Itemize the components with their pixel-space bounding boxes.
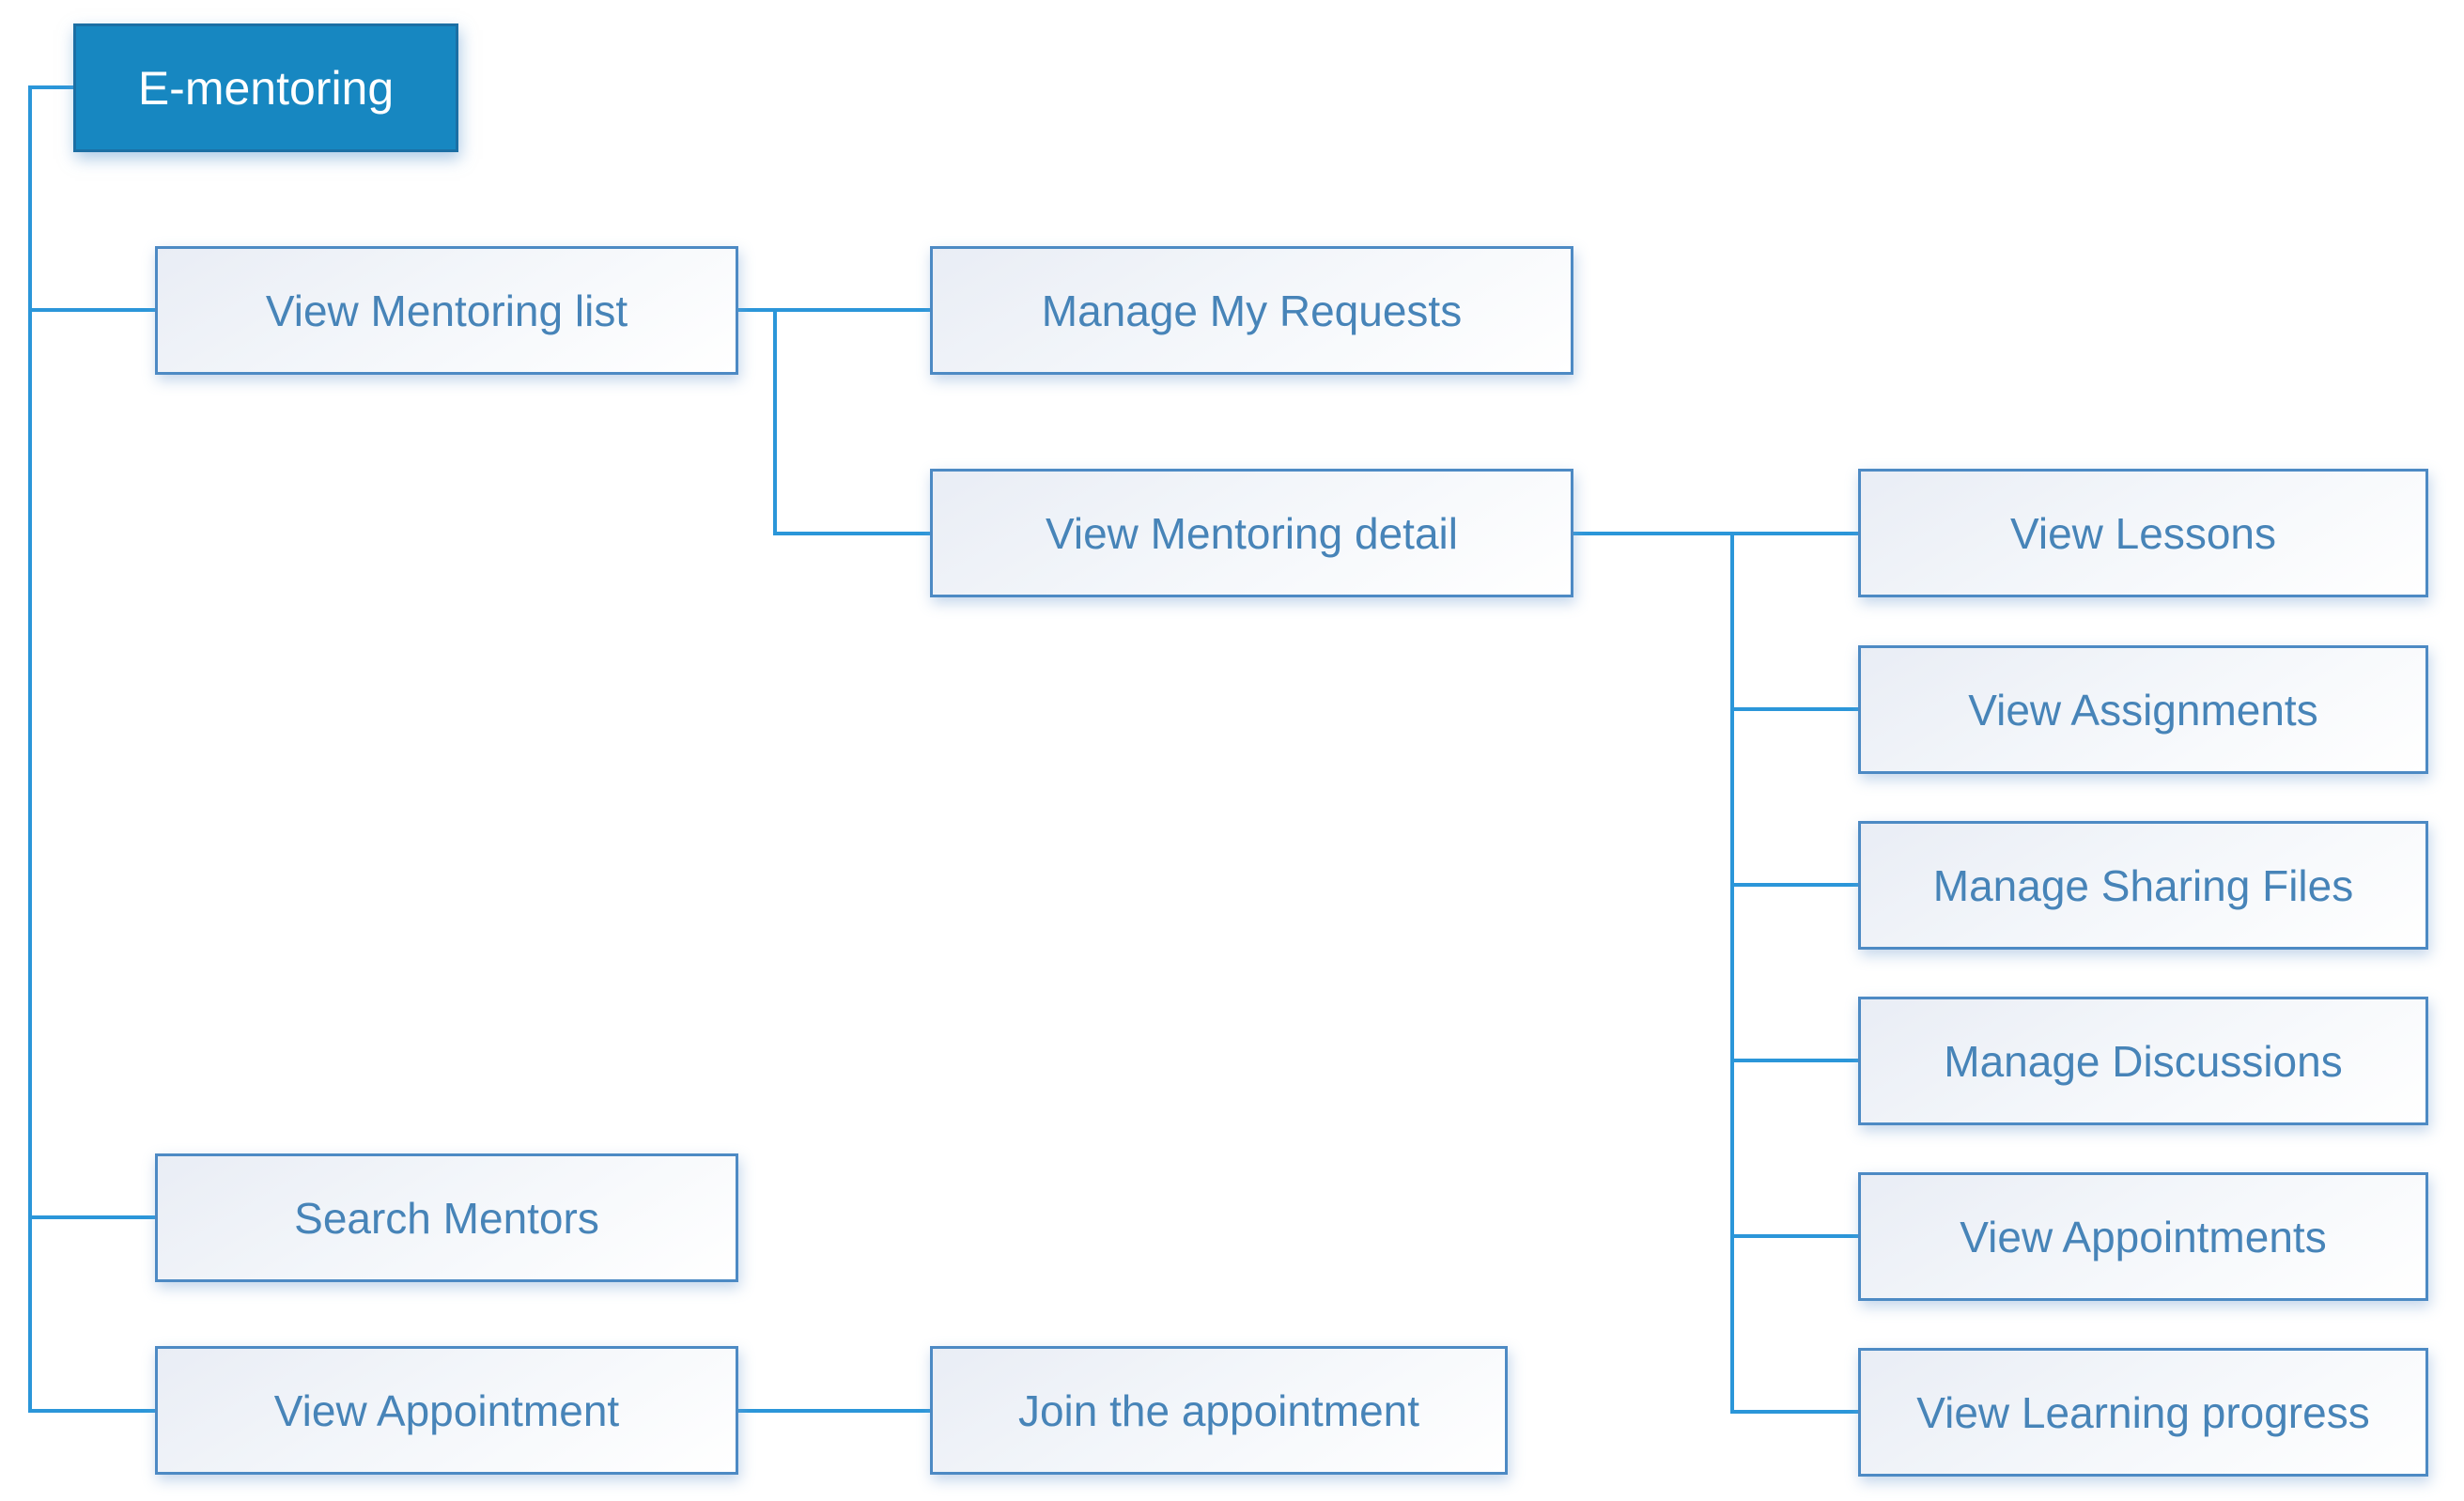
connector-list-to-requests <box>738 308 930 312</box>
node-manage-discussions: Manage Discussions <box>1858 997 2428 1125</box>
node-manage-my-requests: Manage My Requests <box>930 246 1573 375</box>
node-view-appointments: View Appointments <box>1858 1172 2428 1301</box>
connector-detail-to-lessons <box>1573 532 1858 535</box>
node-view-mentoring-detail: View Mentoring detail <box>930 469 1573 597</box>
node-view-assignments: View Assignments <box>1858 645 2428 774</box>
connector-branch-view-mentoring-list <box>28 308 155 312</box>
node-view-appointment: View Appointment <box>155 1346 738 1475</box>
connector-root-stub <box>28 85 73 89</box>
connector-list-drop <box>773 310 777 535</box>
node-e-mentoring: E-mentoring <box>73 23 458 152</box>
node-view-learning-progress: View Learning progress <box>1858 1348 2428 1477</box>
connector-branch-search-mentors <box>28 1215 155 1219</box>
node-join-the-appointment: Join the appointment <box>930 1346 1508 1475</box>
node-manage-sharing-files: Manage Sharing Files <box>1858 821 2428 950</box>
connector-list-to-detail <box>773 532 930 535</box>
connector-appointment-to-join <box>738 1409 930 1413</box>
connector-branch-view-assignments <box>1730 707 1858 711</box>
connector-branch-manage-discussions <box>1730 1059 1858 1062</box>
node-search-mentors: Search Mentors <box>155 1153 738 1282</box>
connector-right-trunk <box>1730 532 1734 1414</box>
connector-branch-view-appointments <box>1730 1234 1858 1238</box>
node-view-lessons: View Lessons <box>1858 469 2428 597</box>
connector-branch-view-appointment <box>28 1409 155 1413</box>
connector-left-trunk <box>28 85 32 1413</box>
node-view-mentoring-list: View Mentoring list <box>155 246 738 375</box>
connector-branch-view-learning-progress <box>1730 1410 1858 1414</box>
connector-branch-manage-sharing-files <box>1730 883 1858 887</box>
